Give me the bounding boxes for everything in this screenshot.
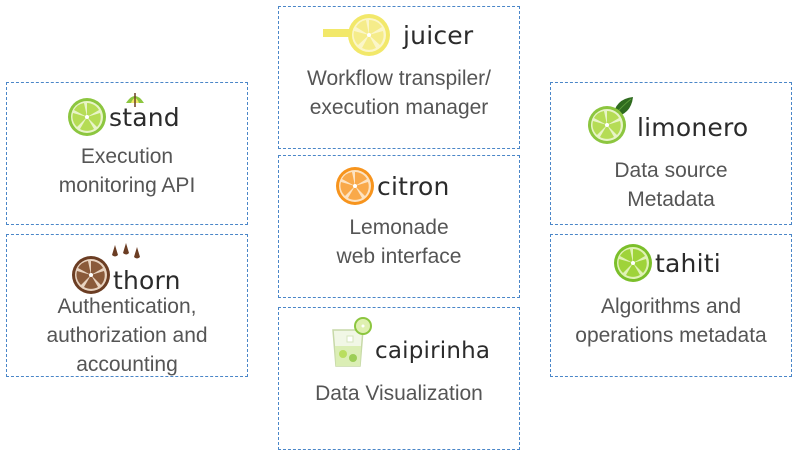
caipirinha-description: Data Visualization <box>279 379 519 408</box>
caipirinha-card: caipirinha Data Visualization <box>278 307 520 450</box>
juicer-desc-line-1: Workflow transpiler/ <box>307 67 491 90</box>
tahiti-logo: tahiti <box>613 243 721 283</box>
tahiti-card: tahiti Algorithms and operations metadat… <box>550 234 792 377</box>
caipirinha-logo: caipirinha <box>329 316 490 368</box>
citron-description: Lemonade web interface <box>279 213 519 271</box>
stand-name: stand <box>109 102 180 132</box>
thorn-desc-line-1: Authentication, <box>57 295 197 318</box>
limonero-desc-line-2: Metadata <box>627 188 715 211</box>
stand-logo: stand <box>67 93 180 137</box>
thorn-logo: thorn <box>71 243 181 295</box>
thorn-desc-line-3: accounting <box>76 353 178 376</box>
lemon-juicer-icon <box>323 14 390 56</box>
citron-desc-line-1: Lemonade <box>349 216 449 239</box>
thorn-desc-line-2: authorization and <box>46 324 208 347</box>
tahiti-name: tahiti <box>655 248 721 278</box>
lime-slice-icon <box>68 98 106 136</box>
citron-card: citron Lemonade web interface <box>278 155 520 298</box>
limonero-name: limonero <box>637 112 749 142</box>
juicer-description: Workflow transpiler/ execution manager <box>279 64 519 122</box>
brown-citrus-slice-icon <box>72 256 110 294</box>
drops-icon <box>112 243 140 259</box>
stand-card: stand Execution monitoring API <box>6 82 248 225</box>
juicer-name: juicer <box>403 20 474 50</box>
tahiti-desc-line-2: operations metadata <box>575 324 767 347</box>
caipirinha-name: caipirinha <box>375 337 491 364</box>
limonero-logo: limonero <box>587 95 748 145</box>
juicer-desc-line-2: execution manager <box>309 96 489 119</box>
citron-name: citron <box>377 171 450 201</box>
tahiti-description: Algorithms and operations metadata <box>551 292 791 350</box>
umbrella-icon <box>126 93 144 107</box>
citron-desc-line-2: web interface <box>336 245 462 268</box>
juicer-card: juicer Workflow transpiler/ execution ma… <box>278 6 520 149</box>
thorn-description: Authentication, authorization and accoun… <box>7 292 247 379</box>
caipirinha-glass-icon <box>332 317 372 367</box>
caipirinha-desc-line-1: Data Visualization <box>315 382 483 405</box>
thorn-name: thorn <box>113 265 181 295</box>
tahiti-desc-line-1: Algorithms and <box>600 295 742 318</box>
lime-slice-icon <box>614 244 652 282</box>
juicer-logo: juicer <box>323 13 473 57</box>
citron-logo: citron <box>335 166 450 206</box>
limonero-card: limonero Data source Metadata <box>550 82 792 225</box>
limonero-desc-line-1: Data source <box>614 159 728 182</box>
lime-leaf-icon <box>588 97 633 144</box>
thorn-card: thorn Authentication, authorization and … <box>6 234 248 377</box>
limonero-description: Data source Metadata <box>551 156 791 214</box>
orange-slice-icon <box>336 167 374 205</box>
stand-desc-line-1: Execution <box>80 145 174 168</box>
stand-desc-line-2: monitoring API <box>58 174 196 197</box>
stand-description: Execution monitoring API <box>7 142 247 200</box>
